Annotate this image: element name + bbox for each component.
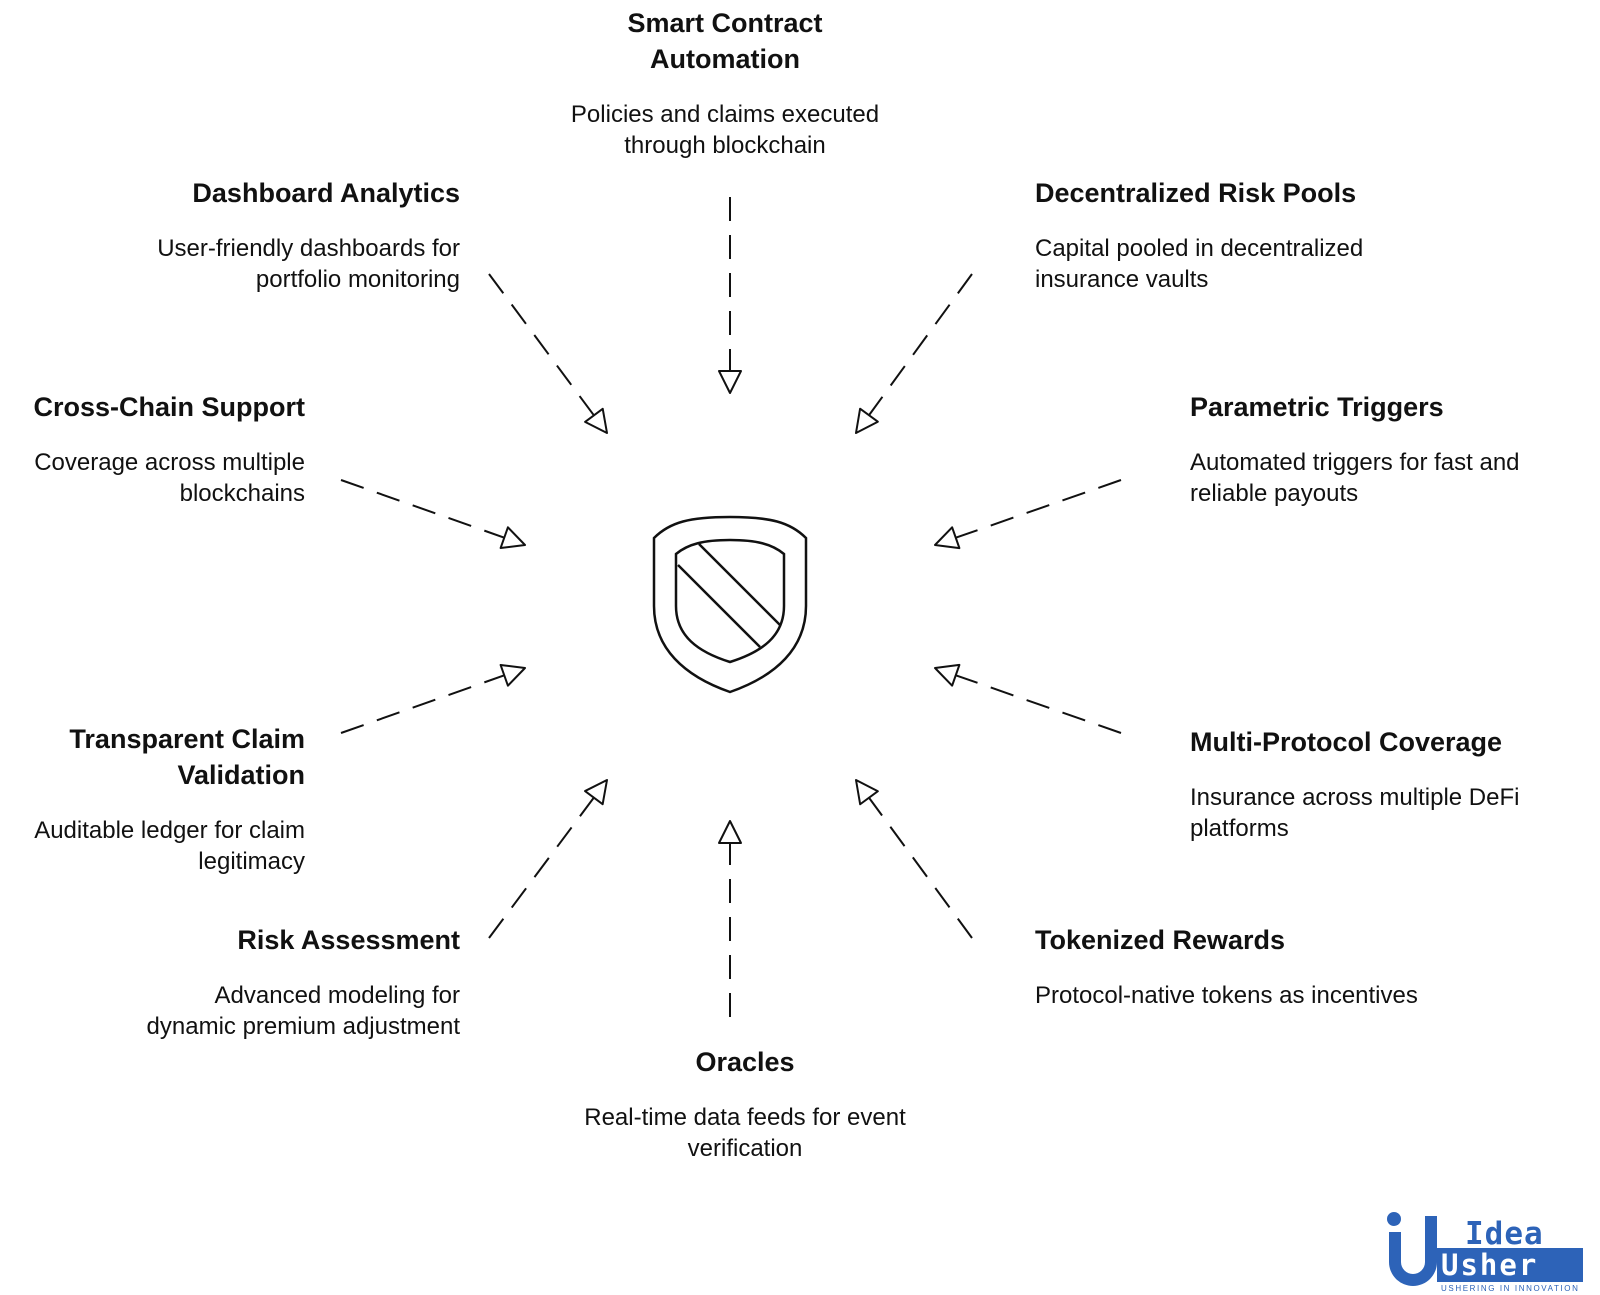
arrow-tokenized-rewards [855,779,973,939]
logo-tagline: USHERING IN INNOVATION [1441,1284,1580,1293]
arrow-transparent-claim-validation [340,663,526,734]
arrow-head [934,526,961,550]
logo-word-idea: Idea [1465,1216,1544,1252]
arrow-dashboard-analytics [488,273,608,434]
arrow-shaft [340,674,505,734]
arrow-parametric-triggers [934,479,1122,550]
arrow-decentralized-risk-pools [855,273,973,434]
arrow-shaft [340,479,505,539]
arrow-shaft [955,479,1122,539]
logo-word-usher: Usher [1437,1248,1583,1282]
node-title: Parametric Triggers [1190,392,1444,422]
node-title: Decentralized Risk Pools [1035,178,1357,208]
arrow-head [934,663,961,687]
arrow-shaft [868,797,973,939]
node-title: Oracles [695,1047,795,1077]
arrow-smart-contract-automation [718,197,742,394]
arrow-shaft [488,797,595,939]
arrow-oracles [718,820,742,1017]
arrow-head [718,820,742,844]
arrow-shaft [868,273,973,416]
idea-usher-logo: Idea Usher USHERING IN INNOVATION [1385,1210,1595,1295]
shield-icon [652,515,808,694]
node-title: Tokenized Rewards [1035,925,1286,955]
arrow-head [584,407,608,434]
arrow-shaft [955,674,1122,734]
arrow-multi-protocol-coverage [934,663,1122,734]
arrow-head [718,370,742,394]
node-description: Protocol-native tokens as incentives [1035,982,1418,1009]
node-title: Multi-Protocol Coverage [1190,727,1503,757]
arrow-head [499,526,526,550]
node-title: Risk Assessment [237,925,460,955]
arrow-risk-assessment [488,779,608,939]
node-title: Dashboard Analytics [192,178,460,208]
arrow-cross-chain-support [340,479,526,550]
arrow-head [584,779,608,806]
node-title: Cross-Chain Support [33,392,305,422]
arrow-head [855,779,879,806]
arrow-head [499,663,526,687]
arrow-head [855,407,879,434]
logo-mark [1387,1212,1437,1286]
arrow-shaft [488,273,595,416]
